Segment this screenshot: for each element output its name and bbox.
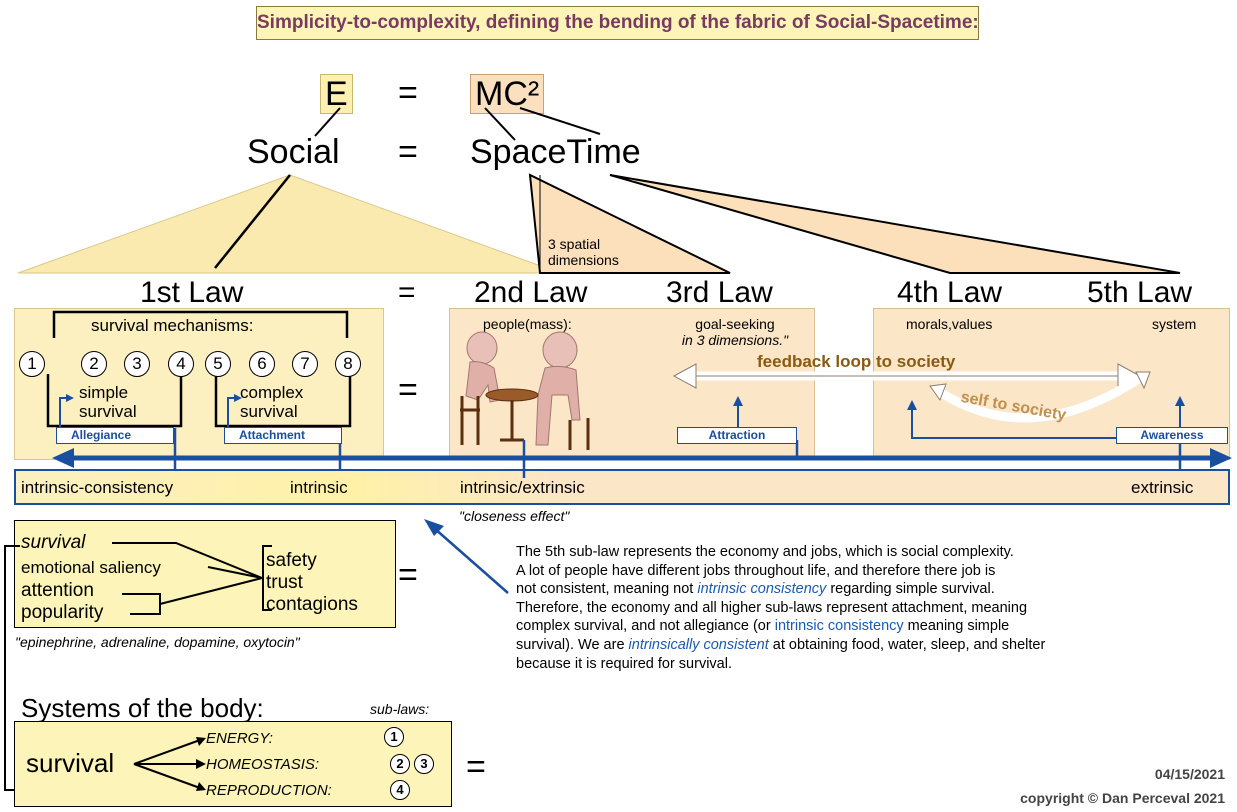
equation-mc2: MC² <box>470 74 545 114</box>
closeness-effect-label: "closeness effect" <box>459 508 570 524</box>
mechanism-7: 7 <box>292 351 318 377</box>
paragraph-line-3: not consistent, meaning not intrinsic co… <box>516 580 1216 599</box>
sublaws-label: sub-laws: <box>370 701 430 717</box>
paragraph-line-7: because it is required for survival. <box>516 655 732 672</box>
mechanism-5: 5 <box>205 351 231 377</box>
equation-equals: = <box>398 74 418 112</box>
body-systems-box <box>14 721 452 807</box>
contagions-item: contagions <box>266 594 358 615</box>
intrinsic-label: intrinsic <box>290 478 348 497</box>
mechanism-2: 2 <box>81 351 107 377</box>
paragraph-line-1: The 5th sub-law represents the economy a… <box>516 544 1014 560</box>
spatial-dimensions-label: 3 spatial dimensions <box>548 236 619 268</box>
sublaw-1: 1 <box>384 727 404 747</box>
p6-start: survival). We are <box>516 636 629 653</box>
p6-emphasis: intrinsically consistent <box>628 636 769 653</box>
p3-start: not consistent, meaning not <box>516 581 698 598</box>
body-systems-heading: Systems of the body: <box>21 693 264 723</box>
p3-end: regarding simple survival. <box>826 581 995 598</box>
first-law: 1st Law <box>140 276 244 309</box>
survival-mechanisms-heading: survival mechanisms: <box>91 316 254 335</box>
attention-item: attention <box>21 580 94 601</box>
allegiance-label: Allegiance <box>56 427 174 444</box>
p3-emphasis: intrinsic consistency <box>697 581 827 598</box>
laws-equals: = <box>398 276 416 309</box>
p5-start: complex survival, and not allegiance (or <box>516 618 775 635</box>
emotion-box <box>14 520 396 628</box>
explanation-paragraph: The 5th sub-law represents the economy a… <box>516 543 1216 673</box>
reproduction-label: REPRODUCTION: <box>206 782 332 799</box>
paragraph-line-4: Therefore, the economy and all higher su… <box>516 599 1028 616</box>
intrinsic-consistency-label: intrinsic-consistency <box>21 478 174 497</box>
equation-e: E <box>320 74 353 114</box>
goal-seeking-dimensions: in 3 dimensions." <box>681 332 789 348</box>
emotional-saliency-item: emotional saliency <box>21 558 161 577</box>
paragraph-line-2: A lot of people have different jobs thro… <box>516 562 996 579</box>
feedback-loop-label: feedback loop to society <box>757 352 956 371</box>
spacetime-label: SpaceTime <box>470 133 641 171</box>
mechanism-1: 1 <box>19 351 45 377</box>
mechanism-8: 8 <box>335 351 361 377</box>
paragraph-line-6: survival). We are intrinsically consiste… <box>516 636 1216 655</box>
mechanism-3: 3 <box>124 351 150 377</box>
mechanism-4: 4 <box>168 351 194 377</box>
third-law: 3rd Law <box>666 276 773 309</box>
system-label: system <box>1152 316 1197 332</box>
intrinsic-extrinsic-label: intrinsic/extrinsic <box>460 478 585 497</box>
sublaw-4: 4 <box>390 780 410 800</box>
goal-seeking-label: goal-seeking <box>695 316 775 332</box>
energy-label: ENERGY: <box>206 730 273 747</box>
date-label: 04/15/2021 <box>1154 766 1225 782</box>
fourth-law: 4th Law <box>897 276 1003 309</box>
emotion-equals: = <box>398 556 418 594</box>
simple-survival-label: simple survival <box>79 383 137 421</box>
sublaw-3: 3 <box>414 754 434 774</box>
complex-survival-label: complex survival <box>240 383 304 421</box>
trust-item: trust <box>266 572 303 593</box>
sublaw-2: 2 <box>390 754 410 774</box>
morals-values-label: morals,values <box>906 316 993 332</box>
attachment-label: Attachment <box>224 427 342 444</box>
social-equals: = <box>398 133 418 171</box>
diagram-title: Simplicity-to-complexity, defining the b… <box>256 6 979 40</box>
survival-body-label: survival <box>26 748 115 778</box>
p5-emphasis: intrinsic consistency <box>774 618 904 635</box>
safety-item: safety <box>266 550 317 571</box>
social-label: Social <box>247 133 340 171</box>
panel-equals: = <box>398 371 418 409</box>
survival-emotion-item: survival <box>21 532 86 553</box>
second-law: 2nd Law <box>474 276 588 309</box>
spectrum-bar <box>14 469 1230 505</box>
people-mass-label: people(mass): <box>483 316 572 332</box>
body-equals: = <box>466 748 486 786</box>
copyright-label: copyright © Dan Perceval 2021 <box>1020 790 1225 806</box>
p5-end: meaning simple <box>903 618 1010 635</box>
paragraph-line-5: complex survival, and not allegiance (or… <box>516 617 1216 636</box>
p6-end: at obtaining food, water, sleep, and she… <box>768 636 1046 653</box>
homeostasis-label: HOMEOSTASIS: <box>206 756 320 773</box>
hormones-caption: "epinephrine, adrenaline, dopamine, oxyt… <box>15 634 300 650</box>
mechanism-6: 6 <box>249 351 275 377</box>
extrinsic-label: extrinsic <box>1131 478 1194 497</box>
popularity-item: popularity <box>21 602 104 623</box>
fifth-law: 5th Law <box>1087 276 1193 309</box>
attraction-label: Attraction <box>677 427 797 444</box>
awareness-label: Awareness <box>1116 427 1228 444</box>
